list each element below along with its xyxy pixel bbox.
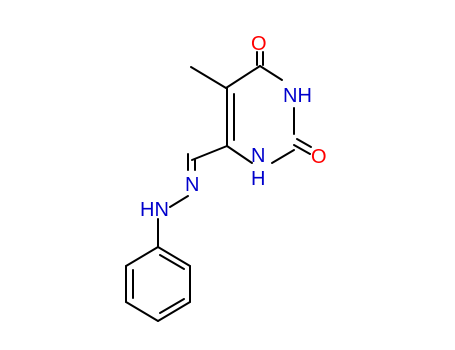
phenyl-inner-2 [159, 298, 185, 314]
bond-c2-o-1 [293, 144, 311, 155]
phenyl-bond-6 [125, 246, 159, 267]
bond-c5-c4 [225, 65, 261, 89]
phenyl-bond-4 [125, 301, 159, 322]
bond-n-nh [169, 195, 189, 208]
atom-o-top: O [251, 33, 267, 55]
atom-h-ring-bottom: H [251, 168, 265, 190]
phenyl-bond-1 [157, 246, 191, 267]
atom-n-ring-bottom: N [251, 145, 265, 167]
atom-hn-hydrazone: HN [140, 199, 169, 221]
bond-n1-c6 [226, 145, 253, 164]
atom-o-right: O [311, 146, 327, 168]
phenyl-bond-3 [157, 301, 191, 322]
atom-n-azo: N [185, 174, 199, 196]
bond-c6-ch [191, 145, 228, 161]
bond-methyl [190, 66, 227, 89]
bond-c2-o-2 [296, 138, 312, 148]
atom-nh-ring-top: NH [283, 85, 312, 107]
bond-c2-n1 [271, 149, 295, 164]
phenyl-inner-1 [159, 254, 185, 270]
bond-c4-n3 [259, 65, 283, 81]
